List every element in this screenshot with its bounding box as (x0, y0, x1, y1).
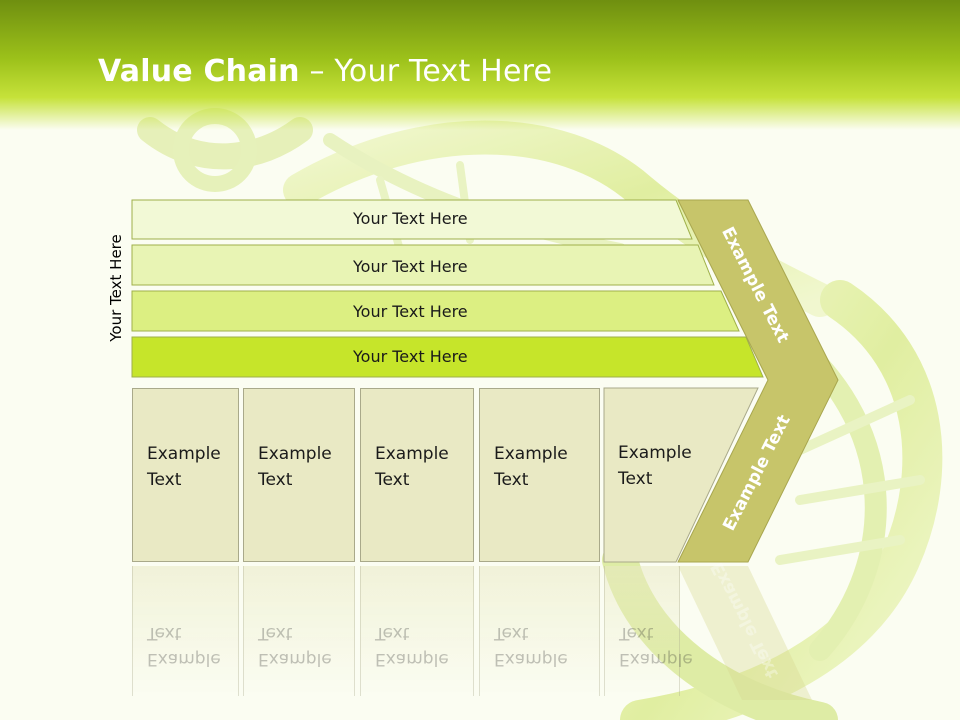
box-reflection-label: Example Text (147, 623, 221, 669)
slide-title: Value Chain – Your Text Here (98, 54, 552, 89)
example-box-1: Example Text (132, 388, 239, 562)
example-box-5 (603, 387, 759, 563)
title-band (0, 0, 960, 130)
box-reflection-label: Example Text (619, 623, 693, 669)
box-reflection-2: Example Text (243, 566, 355, 696)
box-reflection-label: Example Text (258, 623, 332, 669)
value-bar-2 (131, 244, 715, 286)
chevron-arrow (677, 199, 839, 563)
value-bar-3 (131, 290, 740, 332)
title-rest: – Your Text Here (299, 54, 553, 89)
box-reflection-3: Example Text (360, 566, 474, 696)
bar-label-2: Your Text Here (353, 257, 468, 276)
chevron-reflection (678, 566, 812, 700)
example-box-4: Example Text (479, 388, 600, 562)
value-bar-1 (131, 199, 693, 240)
example-box-5-text-wrap: Example Text (604, 388, 704, 562)
box-reflection-5: Example Text (604, 566, 693, 696)
example-box-label: Example Text (618, 443, 692, 489)
box-reflection-label: Example Text (494, 623, 568, 669)
example-box-2: Example Text (243, 388, 355, 562)
example-box-label: Example Text (147, 444, 221, 490)
bar-label-4: Your Text Here (353, 347, 468, 366)
bar-label-1: Your Text Here (353, 209, 468, 228)
example-box-label: Example Text (494, 444, 568, 490)
title-bold: Value Chain (98, 54, 300, 89)
value-bar-4 (131, 336, 764, 378)
example-box-label: Example Text (258, 444, 332, 490)
box-reflection-1: Example Text (132, 566, 239, 696)
example-box-3: Example Text (360, 388, 474, 562)
box-reflection-label: Example Text (375, 623, 449, 669)
bar-label-3: Your Text Here (353, 302, 468, 321)
box-reflection-4: Example Text (479, 566, 600, 696)
example-box-label: Example Text (375, 444, 449, 490)
